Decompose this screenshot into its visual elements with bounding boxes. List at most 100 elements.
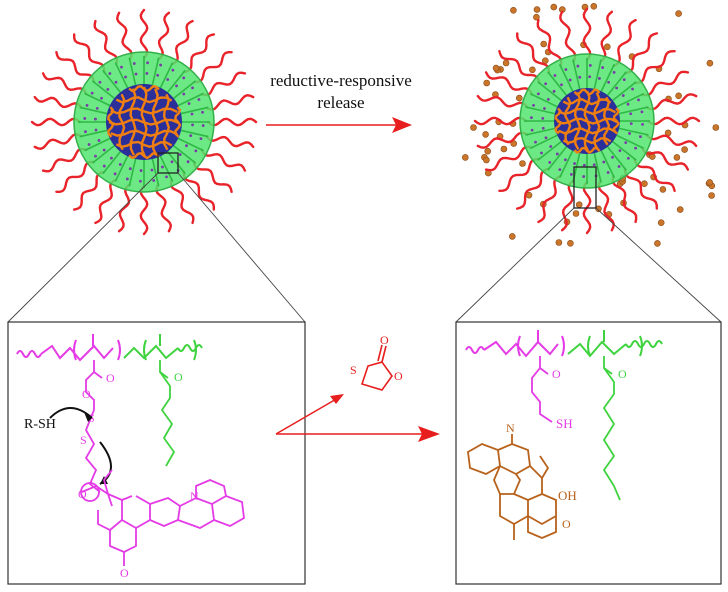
left-corona-chain <box>206 117 258 127</box>
right-shell-chain <box>529 92 558 108</box>
right-micelle <box>461 3 720 247</box>
right-shell-dot <box>555 152 559 156</box>
drug-particle <box>508 233 516 240</box>
left-corona-chain <box>33 95 83 109</box>
left-shell-chain <box>114 155 129 182</box>
right-corona-chain <box>476 131 529 149</box>
left-crosslink <box>110 129 178 137</box>
left-shell-dot <box>165 175 168 179</box>
right-panel-frame <box>455 321 722 585</box>
right-corona-chain <box>646 116 701 126</box>
right-crosslink <box>612 107 621 135</box>
left-shell-dot <box>159 63 163 67</box>
left-shell-chain <box>177 92 204 107</box>
drug-particle <box>492 64 500 72</box>
left-shell-dot <box>187 102 191 105</box>
left-shell-dot <box>186 160 190 164</box>
left-shell-chain <box>151 57 160 86</box>
left-shell-dot <box>98 80 102 84</box>
drug-particle <box>502 59 510 67</box>
left-crosslink <box>140 86 148 158</box>
drug-particle <box>657 219 665 226</box>
drug-particle <box>706 59 714 67</box>
right-shell-chain <box>593 152 602 183</box>
left-corona-chain <box>93 19 119 66</box>
right-shell-dot <box>598 77 601 80</box>
right-shell-dot <box>541 116 545 120</box>
drug-particle <box>595 205 602 213</box>
left-shell-dot <box>85 103 89 107</box>
drug-particle <box>519 160 526 167</box>
right-corona-chain <box>516 167 551 210</box>
drug-particle <box>654 240 661 247</box>
left-shell-dot <box>83 117 87 120</box>
byproduct-group: S O O <box>275 333 403 435</box>
left-ester-oxygen: O <box>106 371 115 385</box>
drug-particle <box>555 239 563 246</box>
right-shell-chain <box>537 81 562 102</box>
left-corona-chain <box>205 93 255 111</box>
left-ring-nitrogen: N <box>190 489 199 503</box>
right-crosslink <box>562 136 612 145</box>
right-shell-dot <box>629 122 633 126</box>
right-corona-chain <box>498 50 541 85</box>
left-corona-chain <box>200 148 247 172</box>
right-shell-chain <box>558 150 574 179</box>
left-corona-chain <box>155 183 173 233</box>
right-shell-chain <box>547 71 568 96</box>
right-corona-chain <box>633 157 676 192</box>
left-shell-dot <box>102 148 106 152</box>
left-shell-chain <box>114 62 129 89</box>
right-corona-chain <box>560 179 575 232</box>
left-shell-chain <box>79 106 108 115</box>
right-shell-chain <box>618 127 649 136</box>
left-crosslink <box>115 140 173 149</box>
drug-particle <box>483 79 491 87</box>
drug-particle <box>712 124 720 131</box>
drug-particle <box>572 210 580 217</box>
right-corona-chain <box>640 70 690 97</box>
left-micelle-corona <box>30 8 258 236</box>
drug-particle <box>529 66 536 74</box>
left-shell-dot <box>125 177 129 181</box>
left-carbonate-oxygen: O <box>78 487 87 501</box>
right-crosslink <box>564 96 572 146</box>
right-shell-dot <box>626 156 630 160</box>
left-shell-dot <box>118 163 122 166</box>
right-shell-dot <box>558 168 562 172</box>
left-shell-dot <box>102 164 106 168</box>
left-attack-arrowhead <box>84 412 92 422</box>
left-corona-chain <box>170 19 194 66</box>
right-shell-chain <box>558 63 574 92</box>
top-reaction-arrow: reductive-responsive release <box>266 71 412 133</box>
left-zoom-box <box>157 152 179 174</box>
left-shell-dot <box>161 165 164 169</box>
right-corona-chain <box>537 174 562 224</box>
drug-particle <box>470 124 477 131</box>
left-corona-chain <box>169 178 195 225</box>
right-corona-chain <box>559 10 577 63</box>
arrow-label-line2: release <box>317 93 364 112</box>
byproduct-carbonyl-oxygen: O <box>380 333 389 347</box>
right-shell-dot <box>546 98 550 101</box>
left-corona-chain <box>73 33 106 74</box>
right-shell-dot <box>634 146 638 150</box>
left-shell-chain <box>128 57 137 86</box>
left-shell-dot <box>145 72 149 75</box>
right-shell-dot <box>548 160 552 164</box>
left-crosslink <box>128 152 160 160</box>
right-corona-chain <box>599 10 614 63</box>
right-corona-chain <box>623 167 658 210</box>
right-shell-dot <box>637 98 640 102</box>
right-shell-dot <box>621 94 625 97</box>
right-detail-panel: O SH O N OH O <box>455 321 722 585</box>
left-shell-dot <box>170 160 174 164</box>
left-shell-dot <box>110 156 113 160</box>
left-crosslink <box>174 106 182 138</box>
left-shell-chain <box>84 137 111 152</box>
right-shell-chain <box>572 59 581 90</box>
right-shell-dot <box>578 75 582 79</box>
left-corona-chain <box>182 170 215 211</box>
left-shell-dot <box>175 84 178 88</box>
